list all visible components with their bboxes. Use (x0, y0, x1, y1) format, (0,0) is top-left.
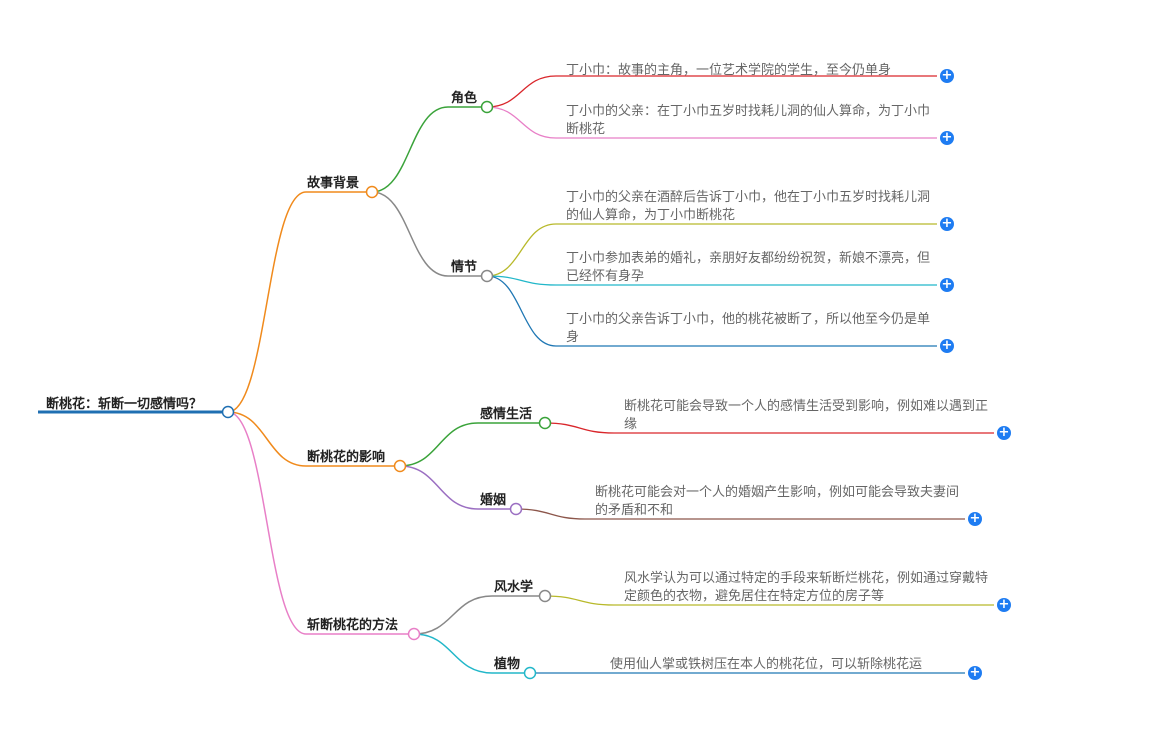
subtopic-collapse-toggle[interactable] (509, 502, 523, 516)
leaf-connector (486, 223, 557, 277)
leaf-text: 丁小巾的父亲在酒醉后告诉丁小巾，他在丁小巾五岁时找耗儿洞的仙人算命，为丁小巾断桃… (566, 190, 931, 223)
subtopic-connector (413, 595, 493, 635)
leaf-connector (486, 106, 557, 139)
leaf-text: 丁小巾：故事的主角，一位艺术学院的学生，至今仍单身 (566, 63, 892, 78)
expand-plus-icon[interactable]: + (940, 130, 954, 145)
subtopic-label: 情节 (451, 260, 478, 275)
leaf-connector (486, 75, 557, 108)
leaf-text: 丁小巾的父亲告诉丁小巾，他的桃花被断了，所以他至今仍是单身 (566, 312, 931, 345)
branch-connector (227, 411, 307, 635)
leaf-text: 使用仙人掌或铁树压在本人的桃花位，可以斩除桃花运 (610, 657, 923, 672)
branch-collapse-toggle[interactable] (393, 459, 407, 473)
subtopic-connector (371, 106, 449, 193)
expand-plus-icon[interactable]: + (968, 511, 982, 526)
subtopic-collapse-toggle[interactable] (480, 269, 494, 283)
expand-plus-icon[interactable]: + (997, 597, 1011, 612)
leaf-connector (515, 508, 586, 520)
leaf-connector (544, 422, 615, 434)
subtopic-label: 角色 (451, 91, 478, 106)
subtopic-collapse-toggle[interactable] (538, 416, 552, 430)
branch-connector (227, 191, 307, 413)
leaf-text: 断桃花可能会对一个人的婚姻产生影响，例如可能会导致夫妻间的矛盾和不和 (595, 485, 960, 518)
subtopic-label: 婚姻 (480, 493, 507, 508)
root-topic: 断桃花：斩断一切感情吗？ (46, 397, 203, 412)
leaf-text: 断桃花可能会导致一个人的感情生活受到影响，例如难以遇到正缘 (624, 399, 989, 432)
root-collapse-toggle[interactable] (221, 405, 235, 419)
subtopic-connector (413, 633, 493, 674)
subtopic-label: 感情生活 (480, 407, 533, 422)
branch-topic: 斩断桃花的方法 (307, 618, 399, 633)
leaf-text: 风水学认为可以通过特定的手段来斩断烂桃花，例如通过穿戴特定颜色的衣物，避免居住在… (624, 571, 989, 604)
branch-topic: 断桃花的影响 (307, 450, 386, 465)
subtopic-collapse-toggle[interactable] (480, 100, 494, 114)
leaf-text: 丁小巾参加表弟的婚礼，亲朋好友都纷纷祝贺，新娘不漂亮，但已经怀有身孕 (566, 251, 931, 284)
branch-collapse-toggle[interactable] (365, 185, 379, 199)
branch-collapse-toggle[interactable] (407, 627, 421, 641)
subtopic-label: 风水学 (494, 580, 534, 595)
subtopic-label: 植物 (494, 657, 521, 672)
expand-plus-icon[interactable]: + (997, 425, 1011, 440)
leaf-connector (544, 595, 615, 606)
expand-plus-icon[interactable]: + (940, 338, 954, 353)
subtopic-connector (399, 422, 479, 467)
leaf-connector (486, 275, 557, 347)
leaf-connector (486, 275, 557, 286)
expand-plus-icon[interactable]: + (968, 665, 982, 680)
subtopic-collapse-toggle[interactable] (538, 589, 552, 603)
leaf-text: 丁小巾的父亲：在丁小巾五岁时找耗儿洞的仙人算命，为丁小巾断桃花 (566, 104, 931, 137)
subtopic-connector (371, 191, 449, 277)
expand-plus-icon[interactable]: + (940, 216, 954, 231)
expand-plus-icon[interactable]: + (940, 68, 954, 83)
subtopic-connector (399, 465, 479, 510)
branch-connector (227, 411, 307, 467)
branch-topic: 故事背景 (307, 176, 360, 191)
subtopic-collapse-toggle[interactable] (523, 666, 537, 680)
expand-plus-icon[interactable]: + (940, 277, 954, 292)
